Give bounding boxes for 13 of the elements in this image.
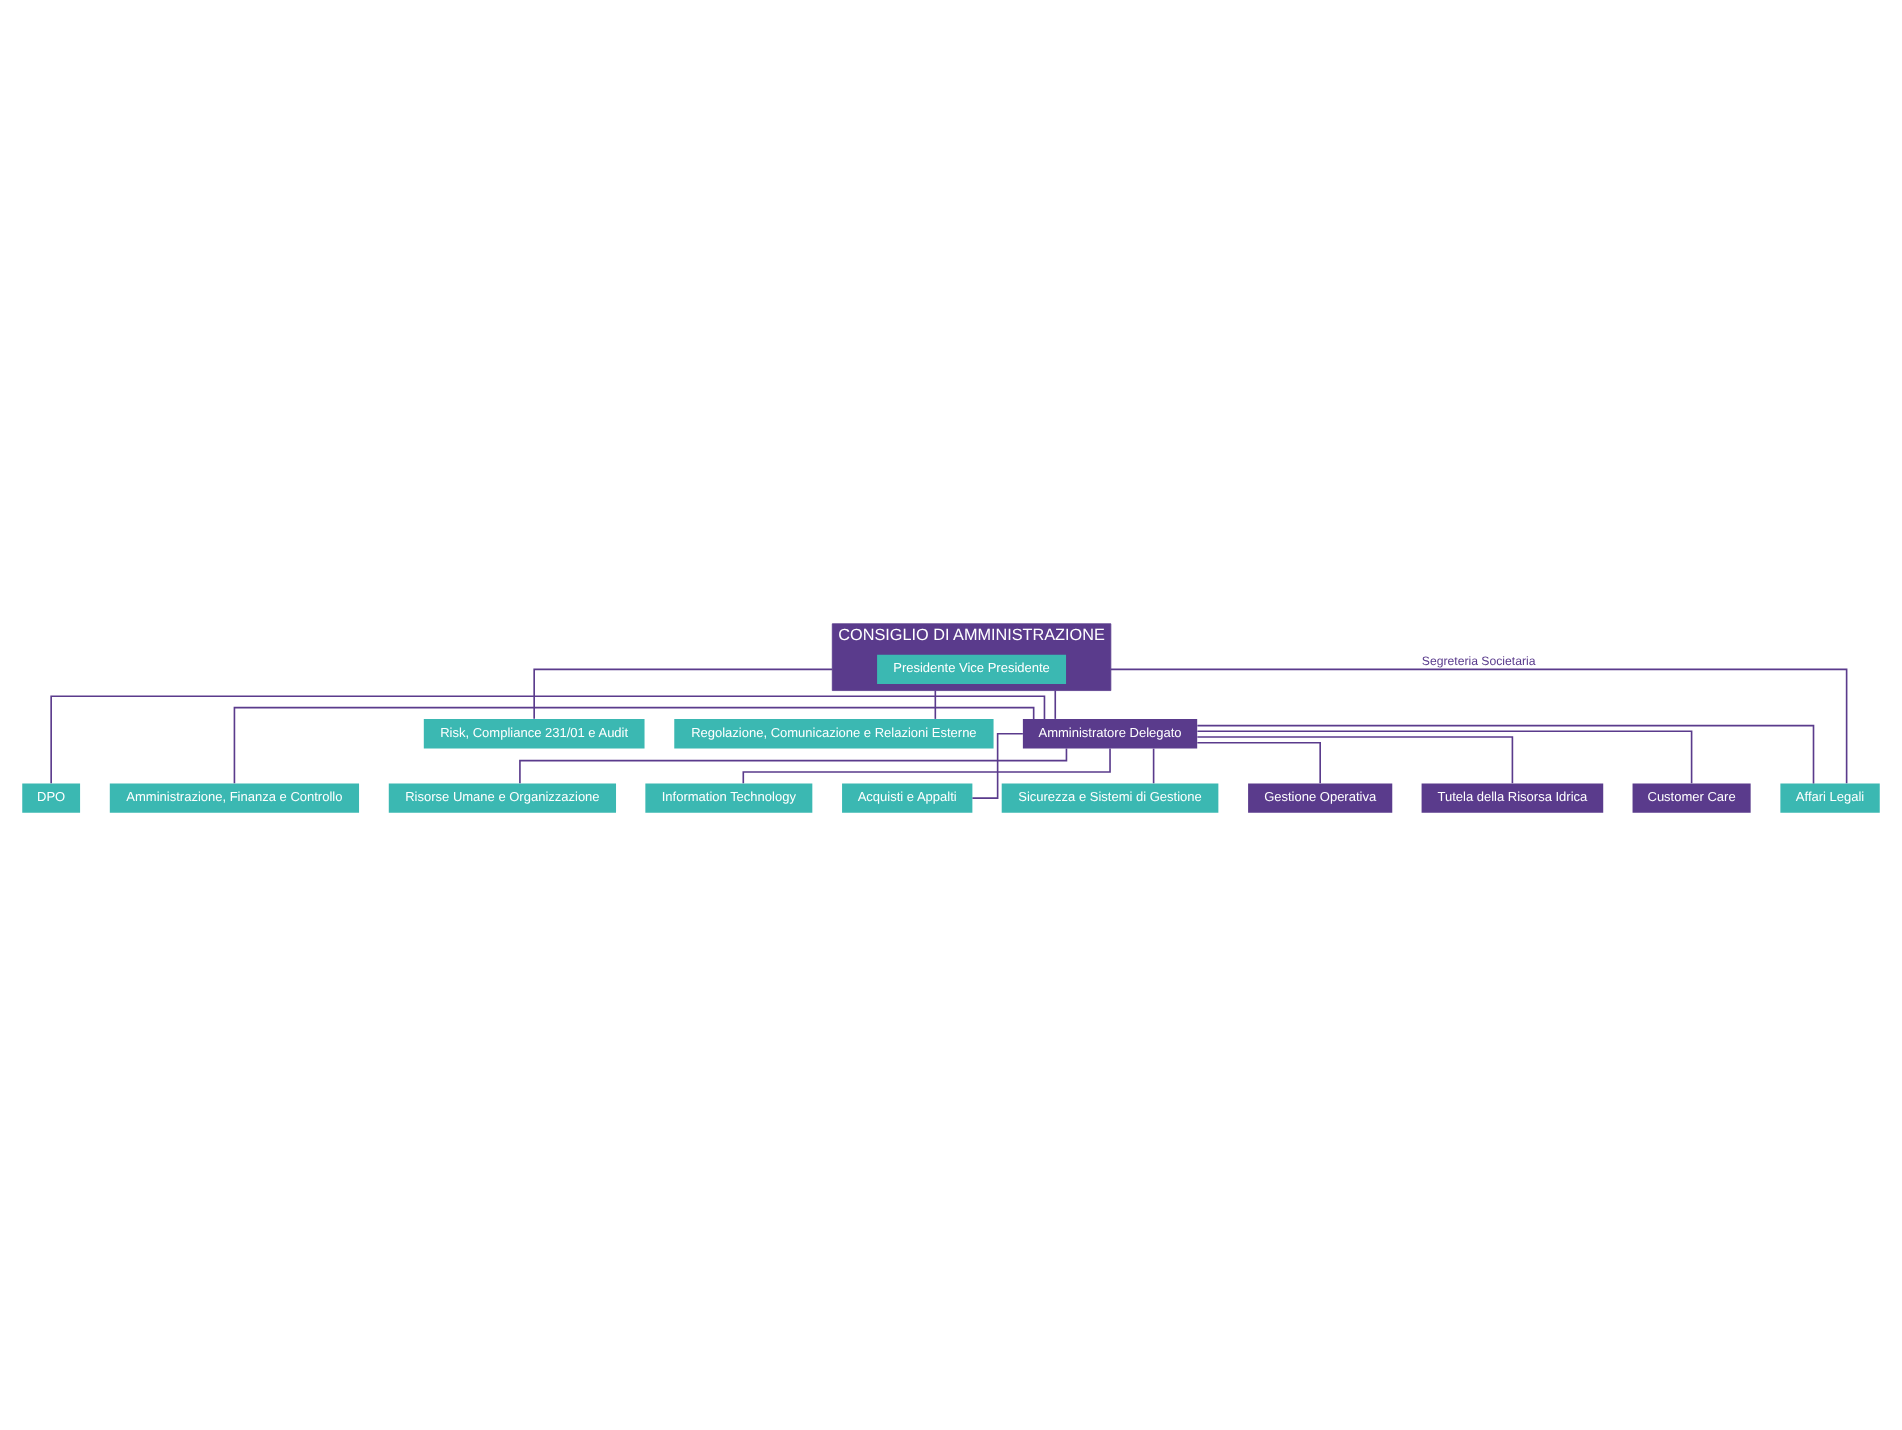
connector <box>1196 741 1321 785</box>
connector <box>1196 724 1815 785</box>
connector <box>1054 689 1057 720</box>
connector <box>233 706 1035 784</box>
connector <box>971 732 1024 799</box>
connector <box>1196 736 1514 785</box>
connector <box>934 689 937 720</box>
connector <box>1110 668 1848 785</box>
connector <box>742 747 1111 785</box>
connector <box>533 668 834 720</box>
connector <box>1152 747 1155 785</box>
connector <box>1196 730 1693 785</box>
connector <box>50 695 1046 785</box>
